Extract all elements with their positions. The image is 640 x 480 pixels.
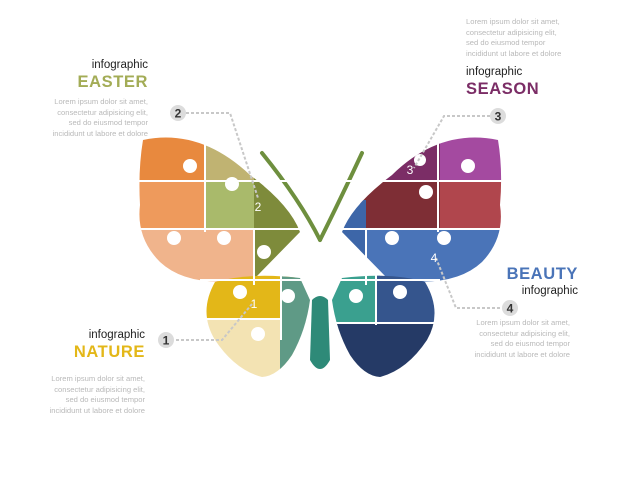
season-block: Lorem ipsum dolor sit amet, consectetur … — [466, 17, 561, 99]
right-upper-wing — [342, 137, 502, 282]
piece-number-3: 3 — [407, 163, 414, 177]
beauty-description-line: sed do eiusmod tempor — [490, 339, 570, 349]
nature-description-line: incididunt ut labore et dolore — [49, 405, 145, 415]
connector-lines — [176, 112, 500, 341]
beauty-block: BEAUTY infographic — [507, 264, 578, 298]
season-description-line: consectetur adipisicing elit, — [466, 27, 557, 37]
right-lower-wing — [332, 275, 435, 377]
badge-3-label: 3 — [495, 110, 502, 124]
easter-kicker: infographic — [91, 59, 148, 71]
beauty-description-line: incididunt ut labore et dolore — [474, 349, 570, 359]
badge-4-label: 4 — [507, 302, 514, 316]
left-upper-wing — [139, 137, 300, 282]
puzzle-seams — [130, 128, 505, 340]
easter-description-line: consectetur adipisicing elit, — [57, 107, 148, 117]
beauty-description-text: Lorem ipsum dolor sit amet, consectetur … — [475, 318, 570, 360]
easter-description-line: incididunt ut labore et dolore — [52, 128, 148, 138]
piece-number-1: 1 — [251, 297, 258, 311]
badge-2: 2 — [170, 105, 186, 121]
badge-1-label: 1 — [163, 334, 170, 348]
beauty-description-line: Lorem ipsum dolor sit amet, — [476, 318, 570, 327]
nature-description-line: sed do eiusmod tempor — [65, 395, 145, 405]
beauty-kicker: infographic — [521, 285, 578, 297]
left-antenna — [260, 151, 322, 242]
piece-number-4: 4 — [431, 251, 438, 265]
easter-description-line: Lorem ipsum dolor sit amet, — [54, 97, 148, 106]
nature-description: Lorem ipsum dolor sit amet, consectetur … — [50, 374, 145, 416]
easter-description: Lorem ipsum dolor sit amet, consectetur … — [53, 97, 148, 139]
badge-2-label: 2 — [175, 107, 182, 121]
nature-description-line: consectetur adipisicing elit, — [54, 384, 145, 394]
right-antenna — [318, 151, 364, 242]
nature-title: NATURE — [73, 343, 145, 361]
beauty-title: BEAUTY — [506, 265, 578, 283]
easter-title: EASTER — [77, 73, 148, 91]
easter-block: infographic EASTER Lorem ipsum dolor sit… — [53, 58, 148, 139]
easter-description-line: sed do eiusmod tempor — [68, 118, 148, 128]
beauty-description: Lorem ipsum dolor sit amet, consectetur … — [475, 318, 570, 360]
season-description: Lorem ipsum dolor sit amet, consectetur … — [466, 17, 561, 59]
butterfly-body — [310, 296, 330, 369]
piece-number-2: 2 — [255, 200, 262, 214]
nature-description-text: Lorem ipsum dolor sit amet, consectetur … — [50, 374, 145, 416]
nature-kicker: infographic — [88, 329, 145, 341]
season-kicker: infographic — [466, 66, 523, 79]
season-title: SEASON — [466, 80, 540, 99]
badge-4: 4 — [502, 300, 518, 316]
badge-3: 3 — [490, 108, 506, 124]
season-description-line: sed do eiusmod tempor — [466, 38, 546, 48]
nature-description-line: Lorem ipsum dolor sit amet, — [51, 374, 145, 383]
beauty-description-line: consectetur adipisicing elit, — [479, 328, 570, 338]
nature-block: infographic NATURE — [74, 328, 145, 362]
season-description-line: Lorem ipsum dolor sit amet, — [466, 17, 560, 26]
badge-1: 1 — [158, 332, 174, 348]
season-description-line: incididunt ut labore et dolore — [466, 48, 562, 58]
